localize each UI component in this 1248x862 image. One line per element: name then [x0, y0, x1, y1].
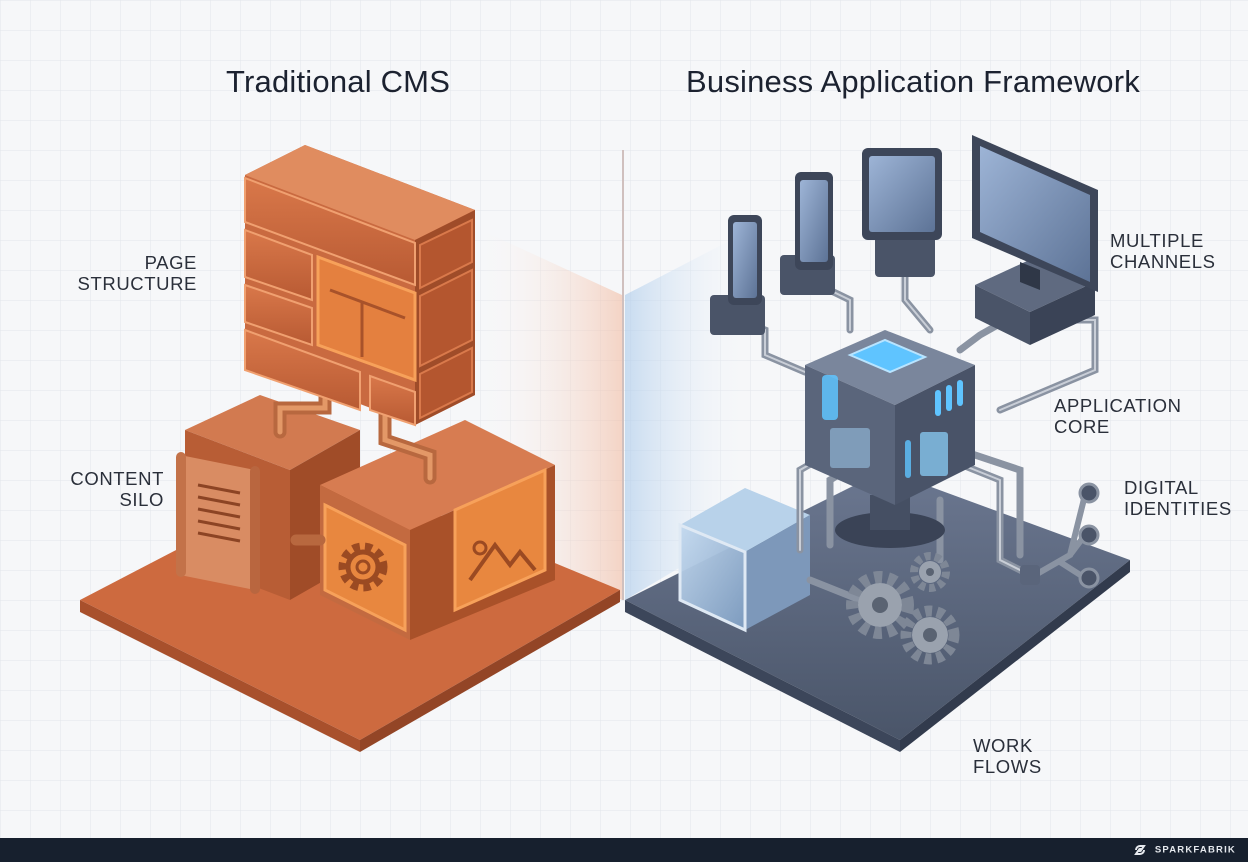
- application-core-block: [805, 330, 975, 548]
- gear-icon: [338, 542, 388, 592]
- brand-logo: SPARKFABRIK: [1133, 843, 1236, 857]
- brand-name: SPARKFABRIK: [1154, 844, 1236, 856]
- tablet-device-icon: [780, 172, 835, 295]
- sparkfabrik-logo-icon: [1133, 843, 1147, 857]
- label-digital-identities: DIGITAL IDENTITIES: [1124, 477, 1232, 519]
- footer-bar: SPARKFABRIK: [0, 838, 1248, 862]
- title-business-application-framework: Business Application Framework: [686, 64, 1140, 99]
- illustration: [0, 0, 1248, 838]
- core-light-strip: [935, 390, 941, 416]
- label-multiple-channels: MULTIPLE CHANNELS: [1110, 230, 1216, 272]
- workflow-gears-icon: [846, 552, 960, 665]
- digital-identities-connector: [1020, 482, 1100, 589]
- title-traditional-cms: Traditional CMS: [226, 64, 451, 99]
- label-line: CHANNELS: [1110, 251, 1216, 272]
- label-line: WORK: [973, 735, 1033, 756]
- identity-node-icon: [1078, 567, 1100, 589]
- cms-illustration: [80, 145, 620, 752]
- label-line: IDENTITIES: [1124, 498, 1232, 519]
- monitor-device-icon: [972, 135, 1098, 345]
- label-application-core: APPLICATION CORE: [1054, 395, 1182, 437]
- framework-illustration: [625, 135, 1130, 752]
- label-line: CORE: [1054, 416, 1110, 437]
- page-structure-wall: [244, 145, 475, 427]
- identity-node-icon: [1078, 524, 1100, 546]
- label-line: FLOWS: [973, 756, 1042, 777]
- tablet-large-device-icon: [862, 148, 942, 277]
- highlighted-layout-brick: [316, 254, 417, 383]
- label-line: DIGITAL: [1124, 477, 1199, 498]
- label-content-silo: CONTENT SILO: [60, 468, 164, 510]
- label-page-structure: PAGE STRUCTURE: [70, 252, 197, 294]
- label-line: MULTIPLE: [1110, 230, 1204, 251]
- label-line: APPLICATION: [1054, 395, 1182, 416]
- label-line: PAGE: [144, 252, 197, 273]
- label-line: STRUCTURE: [77, 273, 197, 294]
- phone-device-icon: [710, 215, 765, 335]
- workflow-glass-cube: [678, 488, 810, 633]
- core-chip-glow: [847, 338, 928, 374]
- label-line: SILO: [119, 489, 164, 510]
- label-work-flows: WORK FLOWS: [973, 735, 1042, 777]
- identity-node-icon: [1078, 482, 1100, 504]
- document-scroll-icon: [176, 452, 260, 594]
- label-line: CONTENT: [70, 468, 164, 489]
